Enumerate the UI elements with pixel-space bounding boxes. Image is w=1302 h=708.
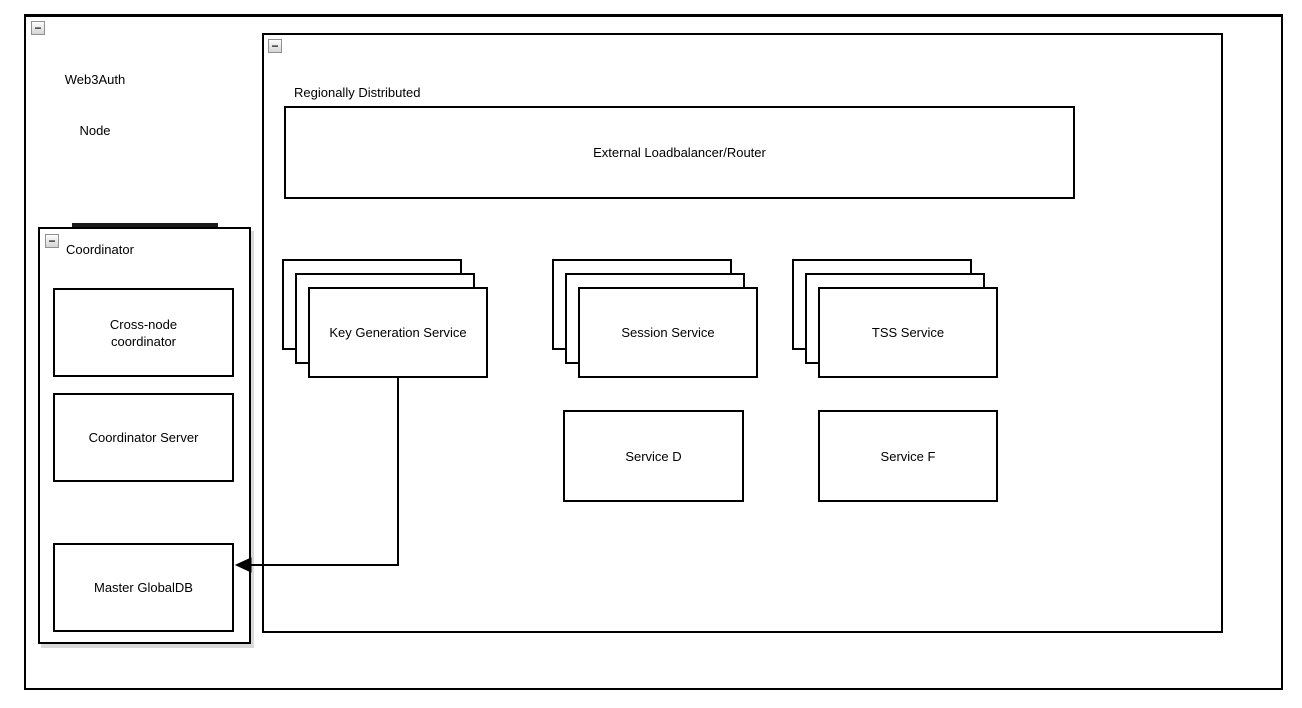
service-d-label: Service D [625,448,682,464]
session-service-box[interactable]: Session Service [578,287,758,378]
web3auth-node-label: Web3Auth Node [47,37,143,173]
key-generation-service-label: Key Generation Service [329,325,467,340]
session-service-label: Session Service [621,325,715,340]
external-loadbalancer-label: External Loadbalancer/Router [593,145,766,160]
external-loadbalancer-box[interactable]: External Loadbalancer/Router [284,106,1075,199]
service-f-box[interactable]: Service F [818,410,998,502]
service-f-label: Service F [880,448,936,464]
collapse-minus-icon[interactable]: − [45,234,59,248]
master-globaldb-label: Master GlobalDB [94,580,193,595]
collapse-minus-icon[interactable]: − [268,39,282,53]
cross-node-coordinator-label: Cross-node coordinator [109,316,178,349]
coordinator-server-box[interactable]: Coordinator Server [53,393,234,482]
key-generation-service-box[interactable]: Key Generation Service [308,287,488,378]
coordinator-label: Coordinator [66,242,134,257]
coordinator-server-label: Coordinator Server [88,430,199,445]
regionally-distributed-label-line1: Regionally Distributed [294,85,421,100]
web3auth-node-label-line2: Node [79,123,111,138]
service-d-box[interactable]: Service D [563,410,744,502]
master-globaldb-box[interactable]: Master GlobalDB [53,543,234,632]
tss-service-box[interactable]: TSS Service [818,287,998,378]
web3auth-node-label-line1: Web3Auth [64,72,126,87]
connector-line[interactable] [249,378,399,566]
collapse-minus-icon[interactable]: − [31,21,45,35]
tss-service-label: TSS Service [871,325,945,340]
arrowhead-left-icon [234,557,252,573]
cross-node-coordinator-box[interactable]: Cross-node coordinator [53,288,234,377]
